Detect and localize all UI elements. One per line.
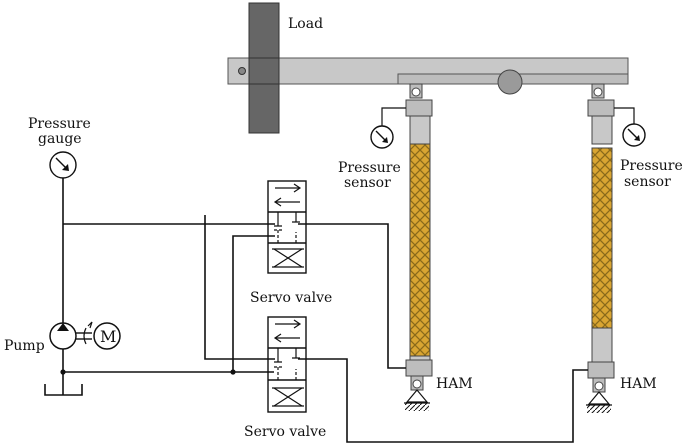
ham-right-label: HAM xyxy=(620,376,657,392)
pressure-sensor-right xyxy=(614,107,646,147)
ham-right-mesh xyxy=(591,147,613,329)
load-label: Load xyxy=(288,16,323,32)
hydraulic-lines xyxy=(60,178,588,443)
servo-valve-bottom-label: Servo valve xyxy=(244,424,326,440)
pressure-sensor-left-label: Pressure xyxy=(338,160,401,176)
ham-left xyxy=(404,83,433,411)
ham-right xyxy=(586,83,615,413)
servo-valve-top xyxy=(267,180,307,274)
pressure-sensor-left xyxy=(370,107,406,149)
servo-valve-top-label: Servo valve xyxy=(250,290,332,306)
pressure-sensor-right-label-2: sensor xyxy=(624,174,671,190)
bolt xyxy=(238,67,246,75)
pump xyxy=(49,321,93,350)
load-beam xyxy=(227,57,629,95)
ham-left-mesh xyxy=(409,143,431,357)
motor-label: M xyxy=(100,327,116,346)
pressure-gauge xyxy=(49,151,77,179)
motor: M xyxy=(93,322,121,350)
ham-left-label: HAM xyxy=(436,376,473,392)
pressure-gauge-label: Pressure xyxy=(28,116,91,132)
pressure-sensor-left-label-2: sensor xyxy=(344,175,391,191)
servo-valve-bottom xyxy=(267,316,307,413)
pump-label: Pump xyxy=(4,338,45,354)
pressure-gauge-label-2: gauge xyxy=(38,131,82,147)
pivot-joint xyxy=(497,69,523,95)
pressure-sensor-right-label: Pressure xyxy=(620,158,683,174)
